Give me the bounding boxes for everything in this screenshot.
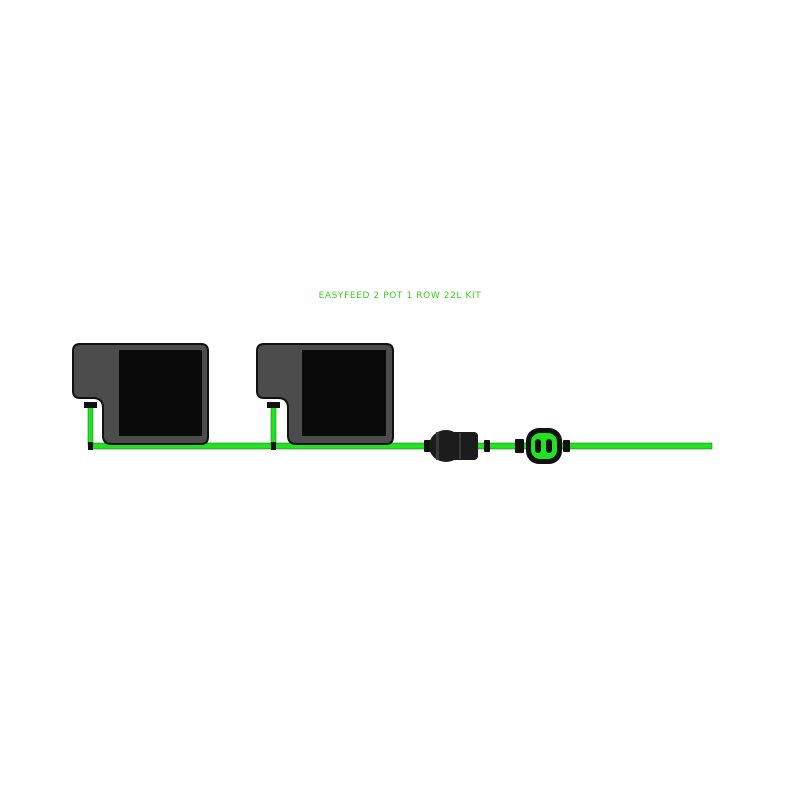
valve-center-panel: [531, 433, 557, 459]
pot-1-connector: [84, 402, 97, 408]
filter-body: [446, 432, 478, 460]
kit-title: EASYFEED 2 POT 1 ROW 22L KIT: [318, 291, 482, 301]
pot-2-grow-pot: [302, 350, 386, 436]
pot-2-tee-fitting: [271, 442, 276, 450]
pot-1-drop-tube: [87, 404, 94, 446]
pot-2-connector: [267, 402, 280, 408]
filter-right-coupler: [484, 440, 490, 452]
inline-filter: [424, 430, 490, 462]
filter-left-coupler: [424, 440, 431, 452]
pot-2: [256, 343, 394, 450]
pot-1-tee-fitting: [88, 442, 93, 450]
valve-outlet-left: [535, 439, 541, 453]
pot-1-grow-pot: [119, 350, 202, 436]
pot-1: [72, 343, 209, 450]
valve-controller: [515, 428, 570, 464]
filter-band: [459, 433, 461, 459]
filter-band: [436, 432, 439, 460]
valve-left-coupler: [515, 439, 524, 453]
pot-2-drop-tube: [270, 404, 277, 446]
valve-right-coupler: [563, 440, 570, 452]
valve-outlet-right: [546, 439, 552, 453]
